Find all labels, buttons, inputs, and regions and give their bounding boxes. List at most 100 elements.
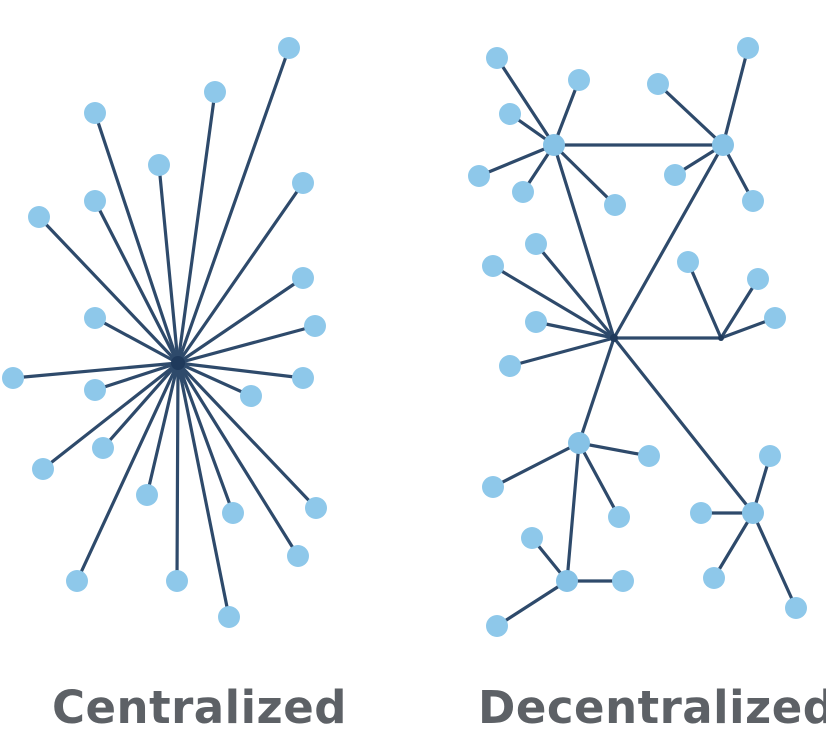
centralized-edge — [37, 215, 180, 365]
decentralized-leaf-node — [747, 268, 769, 290]
centralized-edge — [75, 361, 180, 583]
decentralized-leaf-node — [737, 37, 759, 59]
decentralized-leaf-node — [525, 233, 547, 255]
centralized-edge — [176, 361, 235, 515]
decentralized-trunk-edge — [612, 143, 725, 340]
centralized-leaf-node — [84, 102, 106, 124]
centralized-leaf-node — [92, 437, 114, 459]
centralized-leaf-node — [148, 154, 170, 176]
decentralized-edge — [495, 579, 569, 628]
decentralized-leaf-node — [664, 164, 686, 186]
decentralized-hub-node — [712, 134, 734, 156]
decentralized-edge — [552, 78, 581, 147]
decentralized-edge — [712, 511, 755, 580]
decentralized-edge — [491, 264, 616, 340]
decentralized-leaf-node — [612, 570, 634, 592]
decentralized-edge — [491, 441, 581, 489]
centralized-center-node — [171, 356, 185, 370]
centralized-leaf-node — [136, 484, 158, 506]
decentralized-leaf-node — [499, 355, 521, 377]
decentralized-trunk-edge — [577, 336, 616, 445]
decentralized-network — [468, 37, 807, 637]
centralized-caption: Centralized — [52, 681, 347, 734]
centralized-edge — [176, 361, 231, 619]
centralized-edge — [11, 361, 180, 380]
centralized-edge — [41, 361, 180, 471]
decentralized-leaf-node — [486, 615, 508, 637]
centralized-leaf-node — [240, 385, 262, 407]
centralized-edge — [93, 361, 180, 392]
decentralized-leaf-node — [764, 307, 786, 329]
centralized-edge — [157, 163, 180, 365]
centralized-leaf-node — [166, 570, 188, 592]
centralized-leaf-node — [218, 606, 240, 628]
centralized-edge — [145, 361, 180, 497]
decentralized-leaf-node — [525, 311, 547, 333]
decentralized-edge — [719, 277, 760, 340]
decentralized-trunk-edge — [552, 143, 616, 340]
decentralized-leaf-node — [785, 597, 807, 619]
decentralized-edge — [534, 242, 616, 340]
decentralized-hub-node — [556, 570, 578, 592]
decentralized-leaf-node — [742, 190, 764, 212]
decentralized-leaf-node — [608, 506, 630, 528]
centralized-edge — [176, 46, 291, 365]
decentralized-leaf-node — [677, 251, 699, 273]
decentralized-edge — [686, 260, 723, 340]
centralized-leaf-node — [66, 570, 88, 592]
centralized-leaf-node — [84, 190, 106, 212]
centralized-edge — [176, 361, 253, 398]
centralized-leaf-node — [305, 497, 327, 519]
decentralized-junction-node — [718, 335, 724, 341]
centralized-leaf-node — [292, 367, 314, 389]
decentralized-leaf-node — [486, 47, 508, 69]
decentralized-leaf-node — [568, 69, 590, 91]
decentralized-hub-node — [742, 502, 764, 524]
decentralized-edge — [477, 143, 556, 178]
decentralized-trunk-edge — [565, 441, 581, 583]
decentralized-edge — [751, 511, 798, 610]
centralized-leaf-node — [2, 367, 24, 389]
decentralized-leaf-node — [703, 567, 725, 589]
decentralized-caption: Decentralized — [478, 681, 826, 734]
centralized-edge — [176, 324, 317, 365]
centralized-edges — [11, 46, 318, 619]
decentralized-leaf-node — [512, 181, 534, 203]
centralized-edge — [93, 111, 180, 365]
centralized-leaf-node — [304, 315, 326, 337]
decentralized-edge — [721, 46, 750, 147]
decentralized-edge — [495, 56, 556, 147]
centralized-edge — [176, 90, 217, 365]
centralized-leaf-node — [292, 172, 314, 194]
centralized-leaf-node — [84, 379, 106, 401]
decentralized-leaf-node — [482, 255, 504, 277]
decentralized-edge — [656, 82, 725, 147]
centralized-leaf-node — [222, 502, 244, 524]
centralized-network — [2, 37, 327, 628]
decentralized-leaf-node — [604, 194, 626, 216]
decentralized-edge — [534, 320, 616, 340]
decentralized-edge — [552, 143, 617, 207]
centralized-leaf-node — [32, 458, 54, 480]
centralized-nodes — [2, 37, 327, 628]
centralized-edge — [176, 276, 305, 365]
centralized-leaf-node — [84, 307, 106, 329]
centralized-edge — [93, 199, 180, 365]
decentralized-leaf-node — [499, 103, 521, 125]
decentralized-junction-node — [610, 334, 618, 342]
decentralized-edges — [477, 46, 798, 628]
centralized-edge — [176, 361, 305, 380]
decentralized-leaf-node — [521, 527, 543, 549]
decentralized-edge — [577, 441, 651, 458]
decentralized-leaf-node — [638, 445, 660, 467]
centralized-edge — [176, 181, 305, 365]
decentralized-leaf-node — [468, 165, 490, 187]
decentralized-nodes — [468, 37, 807, 637]
centralized-edge — [101, 361, 180, 450]
decentralized-trunk-edge — [612, 336, 755, 515]
decentralized-edge — [577, 441, 621, 519]
centralized-leaf-node — [278, 37, 300, 59]
decentralized-hub-node — [543, 134, 565, 156]
centralized-edge — [93, 316, 180, 365]
